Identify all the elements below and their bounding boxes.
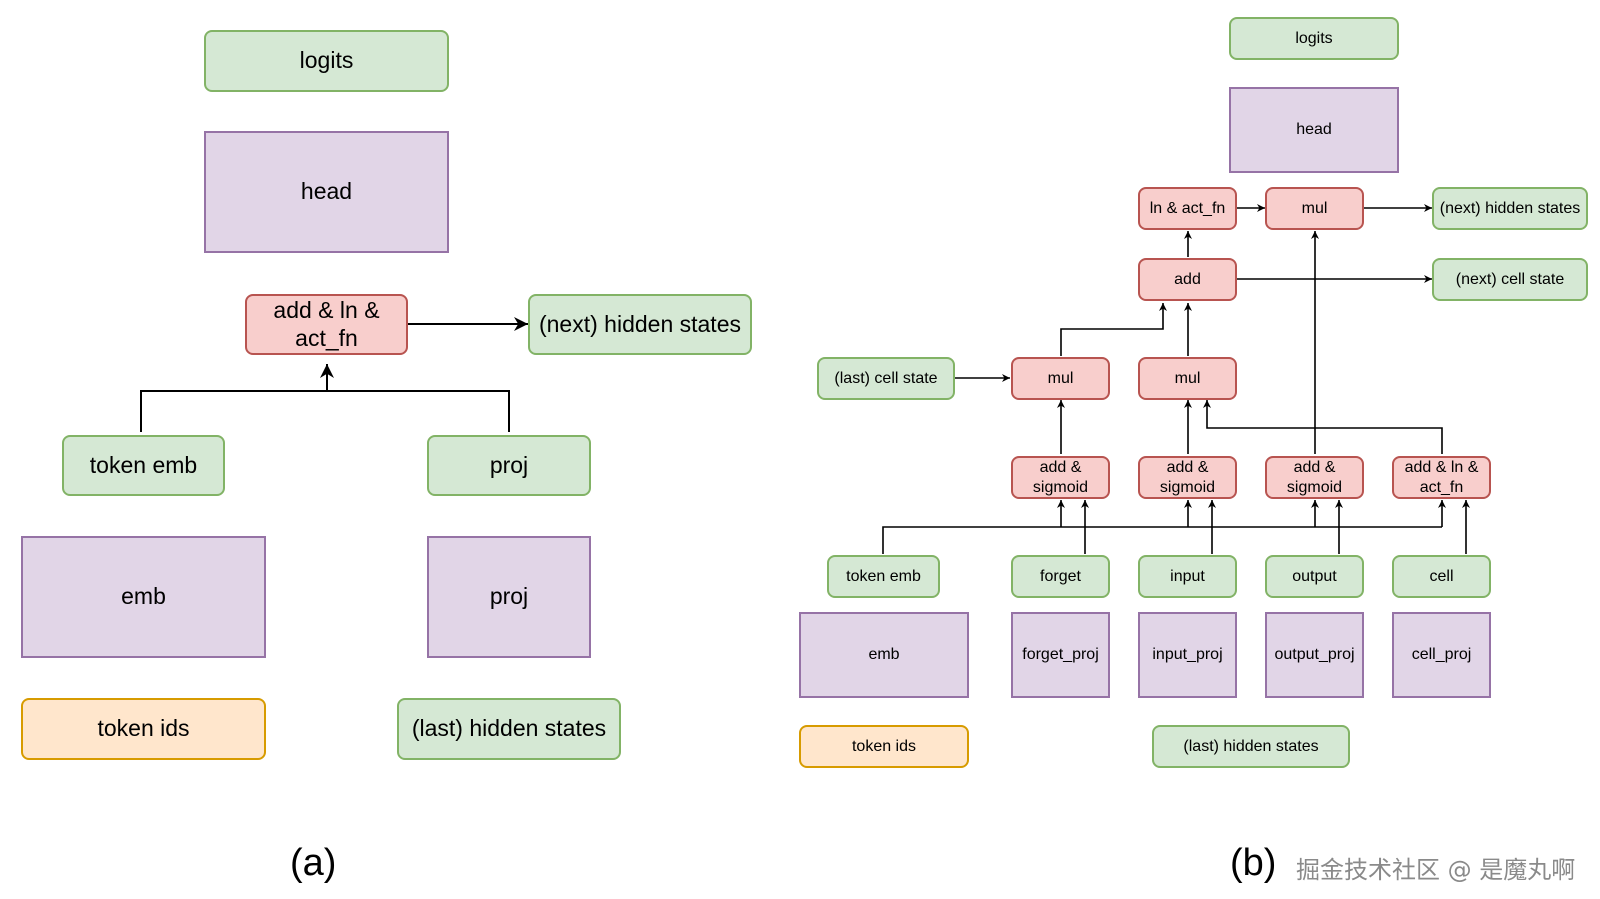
panel-a-connectors [140,317,528,432]
b-add-node: add [1138,258,1237,301]
a-head-node: head [204,131,449,253]
b-input-node: input [1138,555,1237,598]
a-token-ids-node: token ids [21,698,266,760]
b-logits-node: logits [1229,17,1399,60]
b-token-ids-node: token ids [799,725,969,768]
b-next-cell-label: (next) cell state [1455,270,1565,288]
panel-b-caption: (b) [1230,842,1277,884]
b-forget-gate-node: add & sigmoid [1011,456,1110,499]
b-forget-gate-label: add & sigmoid [1032,459,1089,496]
b-last-hidden-label: (last) hidden states [1183,737,1319,755]
a-head-label: head [300,178,353,205]
panel-a-caption: (a) [290,842,337,884]
b-cell-gate-label: add & ln & act_fn [1404,459,1479,496]
b-output-gate-label: add & sigmoid [1286,459,1343,496]
b-input-proj-node: input_proj [1138,612,1237,698]
b-token-emb-label: token emb [846,567,921,585]
b-logits-label: logits [1295,29,1333,47]
edge-proj-to-add [327,390,510,432]
a-add-ln-act-node: add & ln & act_fn [245,294,408,355]
b-add-label: add [1174,270,1201,288]
edge-mul-forget-to-add [1060,303,1167,356]
b-input-proj-label: input_proj [1152,646,1223,664]
b-emb-node: emb [799,612,969,698]
edge-token-emb-bus [882,526,1442,554]
b-cell-proj-node: cell_proj [1392,612,1491,698]
a-proj-layer-label: proj [489,583,529,610]
b-mul-top-label: mul [1301,199,1328,217]
b-last-hidden-node: (last) hidden states [1152,725,1350,768]
b-mul-forget-label: mul [1047,369,1074,387]
b-output-proj-label: output_proj [1274,646,1355,664]
b-cell-label: cell [1429,567,1454,585]
watermark-text: 掘金技术社区 @ 是魔丸啊 [1296,856,1576,884]
b-input-gate-label: add & sigmoid [1159,459,1216,496]
b-head-node: head [1229,87,1399,173]
b-ln-act-label: ln & act_fn [1149,199,1226,217]
a-logits-label: logits [299,47,354,74]
b-token-ids-label: token ids [851,737,917,755]
b-forget-label: forget [1040,567,1081,585]
b-cell-gate-node: add & ln & act_fn [1392,456,1491,499]
a-logits-node: logits [204,30,449,92]
b-last-cell-node: (last) cell state [817,357,955,400]
b-mul-input-label: mul [1174,369,1201,387]
b-cell-node: cell [1392,555,1491,598]
b-forget-proj-node: forget_proj [1011,612,1110,698]
b-mul-input-node: mul [1138,357,1237,400]
a-token-ids-label: token ids [97,715,190,742]
a-last-hidden-label: (last) hidden states [411,715,607,742]
a-next-hidden-label: (next) hidden states [538,310,741,337]
a-last-hidden-node: (last) hidden states [397,698,621,760]
b-forget-proj-label: forget_proj [1022,646,1099,664]
b-next-hidden-node: (next) hidden states [1432,187,1588,230]
a-emb-node: emb [21,536,266,658]
edge-cell-gate-to-mul [1203,400,1443,454]
b-token-emb-node: token emb [827,555,940,598]
b-output-proj-node: output_proj [1265,612,1364,698]
b-next-cell-node: (next) cell state [1432,258,1588,301]
a-token-emb-node: token emb [62,435,225,496]
b-output-gate-node: add & sigmoid [1265,456,1364,499]
a-proj-layer-node: proj [427,536,591,658]
b-output-node: output [1265,555,1364,598]
b-emb-label: emb [868,646,900,664]
a-emb-label: emb [121,583,166,610]
b-last-cell-label: (last) cell state [834,369,938,387]
panel-b-connectors [882,204,1470,554]
edge-token-emb-to-add [140,364,334,432]
b-output-label: output [1292,567,1337,585]
a-proj-output-node: proj [427,435,591,496]
b-mul-top-node: mul [1265,187,1364,230]
b-mul-forget-node: mul [1011,357,1110,400]
b-forget-node: forget [1011,555,1110,598]
a-next-hidden-node: (next) hidden states [528,294,752,355]
b-next-hidden-label: (next) hidden states [1439,199,1581,217]
b-head-label: head [1296,121,1332,139]
b-input-gate-node: add & sigmoid [1138,456,1237,499]
b-cell-proj-label: cell_proj [1411,646,1472,664]
b-ln-act-node: ln & act_fn [1138,187,1237,230]
a-token-emb-label: token emb [89,451,198,478]
a-proj-output-label: proj [489,451,529,478]
a-add-ln-act-label: add & ln & act_fn [273,296,380,351]
b-input-label: input [1170,567,1205,585]
